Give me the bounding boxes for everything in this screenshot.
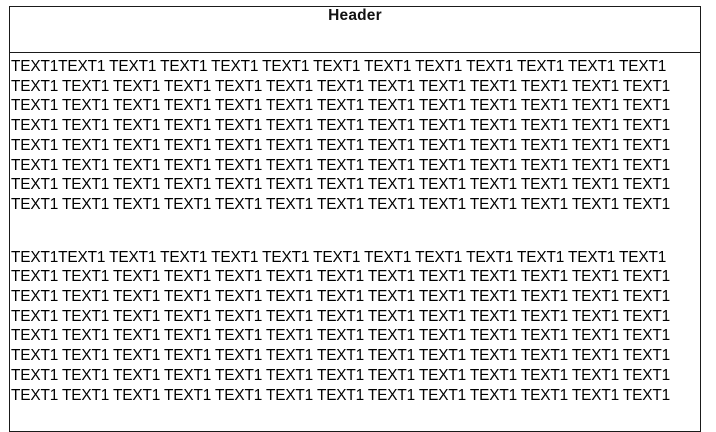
table-header-label: Header bbox=[328, 7, 382, 24]
text-line: TEXT1 TEXT1 TEXT1 TEXT1 TEXT1 TEXT1 TEXT… bbox=[11, 97, 671, 115]
text-line: TEXT1 TEXT1 TEXT1 TEXT1 TEXT1 TEXT1 TEXT… bbox=[11, 327, 671, 345]
text-line: TEXT1 TEXT1 TEXT1 TEXT1 TEXT1 TEXT1 TEXT… bbox=[11, 136, 671, 154]
table-header-cell[interactable]: Header bbox=[9, 6, 701, 53]
text-block-2: TEXT1TEXT1 TEXT1 TEXT1 TEXT1 TEXT1 TEXT1… bbox=[10, 248, 700, 406]
table-body-cell[interactable]: TEXT1TEXT1 TEXT1 TEXT1 TEXT1 TEXT1 TEXT1… bbox=[9, 52, 701, 432]
text-line: TEXT1 TEXT1 TEXT1 TEXT1 TEXT1 TEXT1 TEXT… bbox=[11, 307, 671, 325]
text-line: TEXT1 TEXT1 TEXT1 TEXT1 TEXT1 TEXT1 TEXT… bbox=[11, 288, 671, 306]
table-body: Header TEXT1TEXT1 TEXT1 TEXT1 TEXT1 TEXT… bbox=[9, 6, 701, 432]
text-line: TEXT1 TEXT1 TEXT1 TEXT1 TEXT1 TEXT1 TEXT… bbox=[11, 77, 671, 95]
text-line: TEXT1TEXT1 TEXT1 TEXT1 TEXT1 TEXT1 TEXT1… bbox=[11, 248, 667, 266]
block-separator bbox=[10, 215, 700, 248]
document-table: Header TEXT1TEXT1 TEXT1 TEXT1 TEXT1 TEXT… bbox=[9, 6, 701, 432]
text-block-1: TEXT1TEXT1 TEXT1 TEXT1 TEXT1 TEXT1 TEXT1… bbox=[10, 57, 700, 215]
text-line: TEXT1 TEXT1 TEXT1 TEXT1 TEXT1 TEXT1 TEXT… bbox=[11, 366, 671, 384]
text-line: TEXT1 TEXT1 TEXT1 TEXT1 TEXT1 TEXT1 TEXT… bbox=[11, 156, 671, 174]
text-line: TEXT1TEXT1 TEXT1 TEXT1 TEXT1 TEXT1 TEXT1… bbox=[11, 58, 667, 75]
text-line: TEXT1 TEXT1 TEXT1 TEXT1 TEXT1 TEXT1 TEXT… bbox=[11, 268, 671, 286]
body-content: TEXT1TEXT1 TEXT1 TEXT1 TEXT1 TEXT1 TEXT1… bbox=[10, 53, 700, 405]
text-line: TEXT1 TEXT1 TEXT1 TEXT1 TEXT1 TEXT1 TEXT… bbox=[11, 347, 671, 365]
text-line: TEXT1 TEXT1 TEXT1 TEXT1 TEXT1 TEXT1 TEXT… bbox=[11, 386, 671, 404]
text-line: TEXT1 TEXT1 TEXT1 TEXT1 TEXT1 TEXT1 TEXT… bbox=[11, 195, 671, 213]
text-line: TEXT1 TEXT1 TEXT1 TEXT1 TEXT1 TEXT1 TEXT… bbox=[11, 117, 671, 135]
table-header-row: Header bbox=[9, 6, 701, 53]
table-content-row: TEXT1TEXT1 TEXT1 TEXT1 TEXT1 TEXT1 TEXT1… bbox=[9, 52, 701, 432]
text-line: TEXT1 TEXT1 TEXT1 TEXT1 TEXT1 TEXT1 TEXT… bbox=[11, 176, 671, 194]
